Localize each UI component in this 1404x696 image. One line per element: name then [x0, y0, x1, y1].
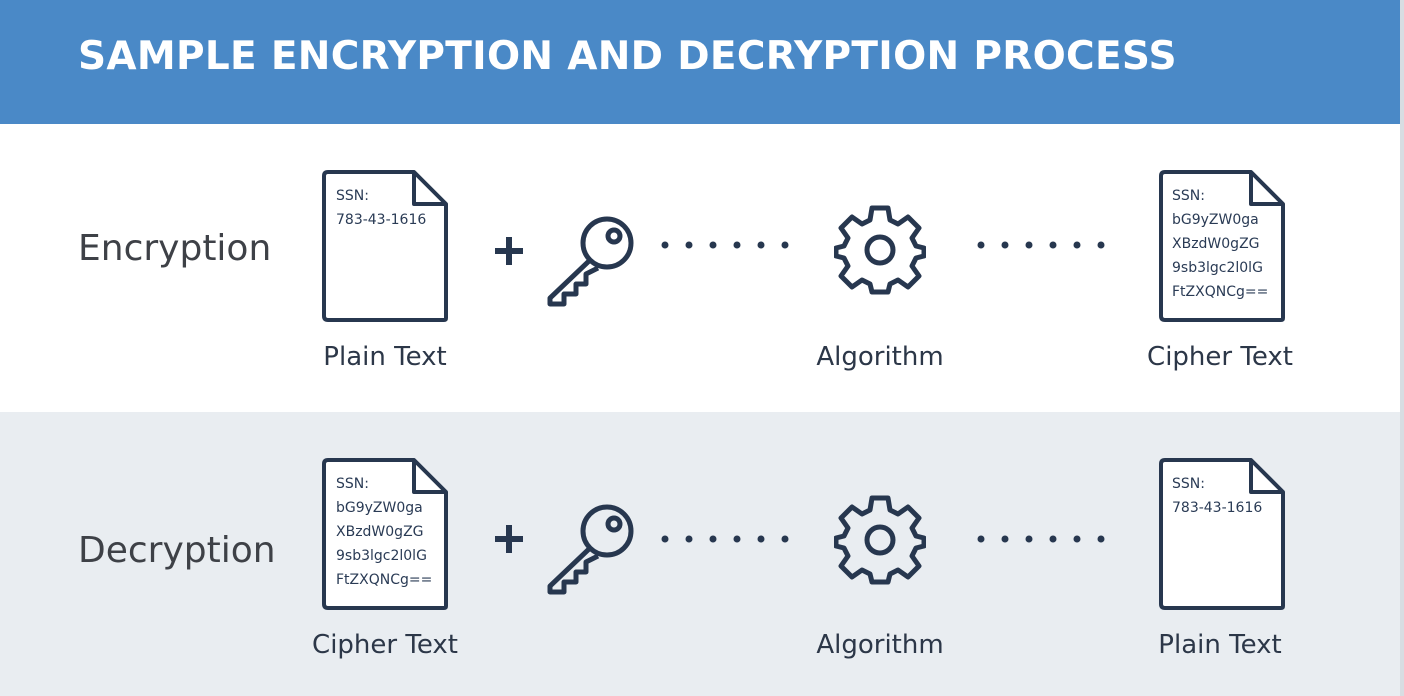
doc-text-line: FtZXQNCg==: [336, 572, 433, 588]
document-icon: [1159, 170, 1285, 322]
document-icon: [322, 170, 448, 322]
dotted-connector: [661, 241, 789, 249]
input-caption: Plain Text: [323, 342, 447, 372]
gear-icon: [834, 495, 926, 585]
encryption-label: Encryption: [78, 228, 272, 269]
doc-text-line: 9sb3lgc2l0lG: [336, 548, 427, 564]
input-caption: Cipher Text: [312, 630, 458, 660]
doc-text-line: SSN:: [1172, 476, 1205, 492]
key-icon: [547, 216, 634, 307]
key-icon: [547, 504, 634, 595]
gear-icon: [834, 205, 926, 295]
doc-text-line: SSN:: [336, 188, 369, 204]
doc-text-line: SSN:: [1172, 188, 1205, 204]
encryption-section: Encryption SSN: 783-43-1616 Plain Text: [0, 124, 1400, 412]
doc-text-line: 783-43-1616: [1172, 500, 1263, 516]
page-title: SAMPLE ENCRYPTION AND DECRYPTION PROCESS: [78, 34, 1177, 79]
doc-text-line: SSN:: [336, 476, 369, 492]
dotted-connector: [977, 535, 1105, 543]
plus-icon: [495, 525, 523, 553]
doc-text-line: 9sb3lgc2l0lG: [1172, 260, 1263, 276]
doc-text-line: 783-43-1616: [336, 212, 427, 228]
output-caption: Cipher Text: [1147, 342, 1293, 372]
decryption-label: Decryption: [78, 530, 276, 571]
doc-text-line: XBzdW0gZG: [1172, 236, 1260, 252]
plus-icon: [495, 237, 523, 265]
document-icon: [322, 458, 448, 610]
output-caption: Plain Text: [1158, 630, 1282, 660]
decryption-section: Decryption SSN: bG9yZW0ga XBzdW0gZG 9sb3…: [0, 412, 1400, 696]
doc-text-line: bG9yZW0ga: [336, 500, 423, 516]
dotted-connector: [977, 241, 1105, 249]
algorithm-caption: Algorithm: [816, 630, 944, 660]
doc-text-line: XBzdW0gZG: [336, 524, 424, 540]
doc-text-line: FtZXQNCg==: [1172, 284, 1269, 300]
header-banner: SAMPLE ENCRYPTION AND DECRYPTION PROCESS: [0, 0, 1400, 124]
dotted-connector: [661, 535, 789, 543]
algorithm-caption: Algorithm: [816, 342, 944, 372]
right-border: [1400, 0, 1404, 696]
doc-text-line: bG9yZW0ga: [1172, 212, 1259, 228]
document-icon: [1159, 458, 1285, 610]
